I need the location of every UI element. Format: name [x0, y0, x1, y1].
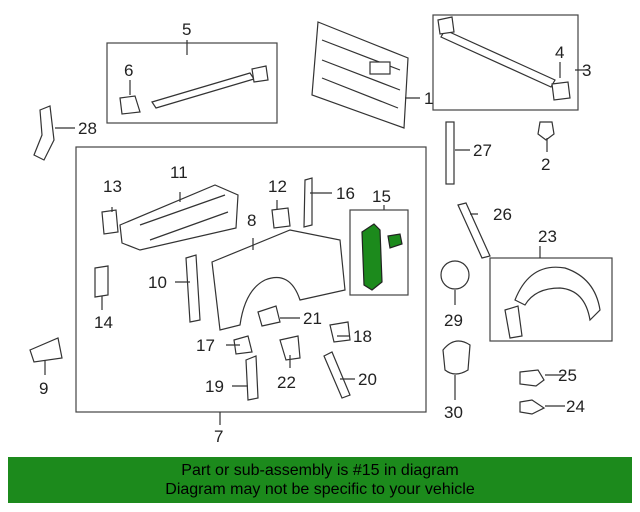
- part-4-end-cap[interactable]: [551, 81, 571, 101]
- part-17-bracket[interactable]: [233, 335, 253, 355]
- banner-line-1: Part or sub-assembly is #15 in diagram: [181, 462, 459, 479]
- part-5-cap[interactable]: [251, 65, 269, 83]
- part-22-bracket[interactable]: [279, 335, 301, 361]
- part-24-screw[interactable]: [519, 399, 546, 415]
- callout-2: 2: [541, 155, 550, 174]
- part-28-hinge[interactable]: [33, 105, 55, 161]
- part-19-bracket[interactable]: [245, 355, 259, 401]
- callout-11: 11: [170, 163, 188, 182]
- callout-27: 27: [473, 141, 492, 160]
- callout-10: 10: [148, 273, 167, 292]
- part-12-bracket[interactable]: [271, 207, 291, 229]
- group-box-23: [489, 257, 613, 342]
- part-6-end-cap[interactable]: [119, 95, 141, 115]
- part-13-bracket[interactable]: [101, 209, 119, 235]
- callout-15: 15: [372, 187, 391, 206]
- part-18-bracket[interactable]: [329, 321, 351, 343]
- part-20-bracket[interactable]: [323, 351, 351, 399]
- part-4-cap[interactable]: [437, 16, 455, 35]
- part-16-pillar[interactable]: [303, 177, 313, 228]
- part-29-plug[interactable]: [440, 260, 470, 290]
- part-27-strut[interactable]: [445, 121, 455, 185]
- callout-5: 5: [182, 20, 191, 39]
- callout-21: 21: [303, 309, 322, 328]
- part-2-bolt[interactable]: [537, 121, 555, 141]
- group-box-5: [106, 42, 278, 124]
- info-banner: Part or sub-assembly is #15 in diagram D…: [8, 457, 632, 503]
- callout-8: 8: [247, 211, 256, 230]
- group-box-3: [432, 14, 579, 111]
- callout-19: 19: [205, 377, 224, 396]
- callout-30: 30: [444, 403, 463, 422]
- part-9-bracket[interactable]: [29, 337, 63, 363]
- part-10-pillar[interactable]: [185, 254, 201, 323]
- tailgate-handle: [369, 61, 391, 75]
- part-23-liner[interactable]: [504, 305, 523, 339]
- callout-9: 9: [39, 379, 48, 398]
- callout-20: 20: [358, 370, 377, 389]
- part-23-wheelhouse[interactable]: [514, 266, 601, 322]
- part-21-bracket[interactable]: [257, 305, 281, 327]
- part-11-inner-panel[interactable]: [119, 184, 239, 251]
- callout-4: 4: [555, 43, 564, 62]
- callout-29: 29: [444, 311, 463, 330]
- part-26-strip[interactable]: [457, 202, 491, 259]
- parts-diagram: 5 6 1 4 3 2 28 27 26 11 13 12 16 15 8 23…: [29, 14, 613, 446]
- part-14-plate[interactable]: [94, 265, 109, 298]
- callout-25: 25: [558, 366, 577, 385]
- callout-17: 17: [196, 336, 215, 355]
- callout-28: 28: [78, 119, 97, 138]
- part-3-rail[interactable]: [440, 29, 556, 88]
- callout-18: 18: [353, 327, 372, 346]
- callout-16: 16: [336, 184, 355, 203]
- callout-24: 24: [566, 397, 585, 416]
- callout-7: 7: [214, 427, 223, 446]
- callout-12: 12: [268, 177, 287, 196]
- banner-line-2: Diagram may not be specific to your vehi…: [165, 481, 475, 498]
- callout-1: 1: [424, 89, 433, 108]
- callout-14: 14: [94, 313, 113, 332]
- callout-23: 23: [538, 227, 557, 246]
- group-box-15: [349, 209, 409, 296]
- part-30-fuel-housing[interactable]: [442, 340, 471, 375]
- callout-3: 3: [582, 61, 591, 80]
- callout-22: 22: [277, 373, 296, 392]
- leader-lines: [44, 40, 588, 425]
- part-15-bracket[interactable]: [361, 223, 383, 291]
- callout-26: 26: [493, 205, 512, 224]
- part-25-clip[interactable]: [519, 369, 545, 387]
- callout-13: 13: [103, 177, 122, 196]
- group-box-7: [75, 146, 427, 413]
- callout-6: 6: [124, 61, 133, 80]
- part-15-clip[interactable]: [387, 233, 403, 249]
- part-5-bed-rail[interactable]: [151, 72, 255, 109]
- part-8-outer-side-panel[interactable]: [211, 229, 346, 331]
